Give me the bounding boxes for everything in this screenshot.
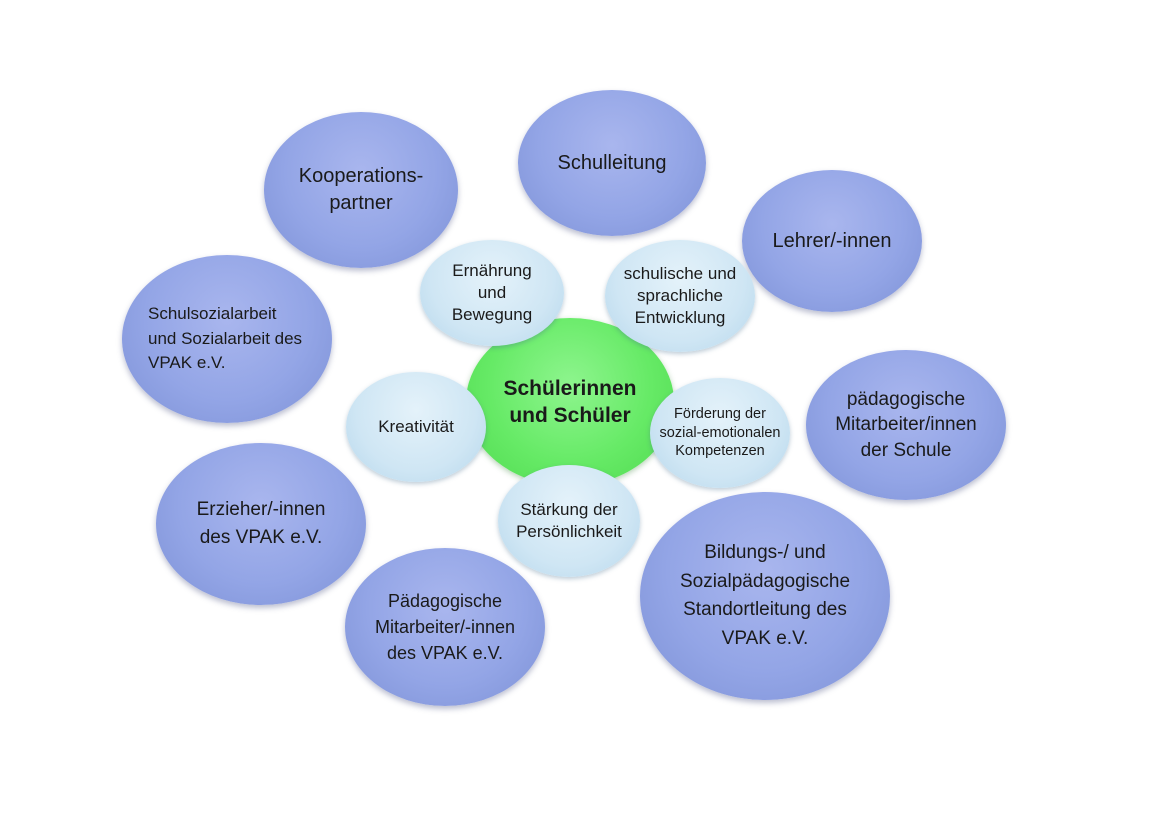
- node-kreativitaet-label: Kreativität: [378, 416, 454, 436]
- node-standortleitung-label: Bildungs-/ und Sozialpädagogische Stando…: [679, 542, 851, 649]
- node-persoenlichkeit: Stärkung der Persönlichkeit: [498, 465, 640, 577]
- node-schulleitung-label: Schulleitung: [557, 151, 667, 174]
- node-paed-mitarbeiter-schule-label: pädagogische Mitarbeiter/innen der Schul…: [835, 388, 977, 461]
- node-schulische-entwicklung: schulische und sprachliche Entwicklung: [605, 240, 755, 352]
- node-ernaehrung: Ernährung und Bewegung: [420, 240, 564, 346]
- node-standortleitung: Bildungs-/ und Sozialpädagogische Stando…: [640, 492, 890, 700]
- node-center-schueler: Schülerinnen und Schüler: [466, 318, 674, 486]
- node-erzieher-label: Erzieher/-innen des VPAK e.V.: [196, 499, 326, 548]
- node-schulleitung: Schulleitung: [518, 90, 706, 236]
- node-persoenlichkeit-label: Stärkung der Persönlichkeit: [516, 499, 622, 541]
- node-ernaehrung-label: Ernährung und Bewegung: [451, 260, 533, 325]
- node-kooperationspartner: Kooperations- partner: [264, 112, 458, 268]
- node-paed-mitarbeiter-vpak: Pädagogische Mitarbeiter/-innen des VPAK…: [345, 548, 545, 706]
- node-lehrer: Lehrer/-innen: [742, 170, 922, 312]
- node-schulsozialarbeit-label: Schulsozialarbeit und Sozialarbeit des V…: [148, 304, 303, 373]
- node-sozial-emotional-label: Förderung der sozial-emotionalen Kompete…: [659, 405, 781, 460]
- node-paed-mitarbeiter-schule: pädagogische Mitarbeiter/innen der Schul…: [806, 350, 1006, 500]
- node-erzieher: Erzieher/-innen des VPAK e.V.: [156, 443, 366, 605]
- node-paed-mitarbeiter-vpak-label: Pädagogische Mitarbeiter/-innen des VPAK…: [374, 590, 516, 664]
- node-kreativitaet: Kreativität: [346, 372, 486, 482]
- node-lehrer-label: Lehrer/-innen: [772, 229, 892, 252]
- node-center-label: Schülerinnen und Schüler: [503, 376, 637, 427]
- node-sozial-emotional: Förderung der sozial-emotionalen Kompete…: [650, 378, 790, 488]
- node-schulische-entwicklung-label: schulische und sprachliche Entwicklung: [623, 263, 737, 328]
- node-schulsozialarbeit: Schulsozialarbeit und Sozialarbeit des V…: [122, 255, 332, 423]
- node-kooperationspartner-label: Kooperations- partner: [298, 165, 424, 214]
